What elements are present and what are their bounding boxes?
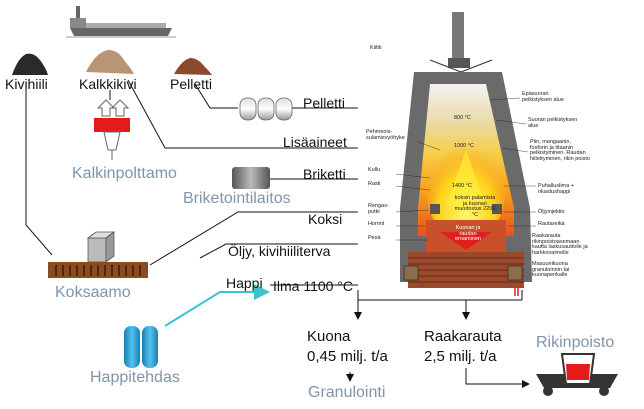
input-additives-label: Lisäaineet (283, 134, 347, 150)
temp-1400-label: 1400 °C (452, 183, 472, 189)
oxygen-tanks-icon (124, 326, 158, 368)
oxygen-plant-label: Happitehdas (90, 369, 180, 386)
note-pig-iron-route: Raakarauta rikinpoistoasemaan kautta las… (532, 233, 588, 256)
blast-furnace (395, 12, 536, 296)
input-air-label: Ilma 1100 °C (273, 278, 354, 294)
input-oil-label: Öljy, kivihiiliterva (228, 243, 331, 259)
temp-800-label: 800 °C (454, 115, 471, 121)
coking-plant-icon (48, 231, 148, 278)
note-hearth: Pesä (368, 235, 381, 241)
furnace-top-label: Kiiltti (370, 45, 382, 51)
note-bustle-pipe: Rengas-putki (368, 203, 389, 215)
pig-iron-label: Raakarauta (424, 328, 502, 345)
briquette-icon (232, 167, 270, 189)
note-bosh: Kullu (368, 167, 381, 173)
note-melting-zone: Pehmenis-sulamisvyöhyke (366, 129, 405, 141)
lime-kiln-icon (94, 99, 130, 160)
note-coke-combustion: koksin palamista ja kuonan muodostus 220… (454, 195, 496, 218)
input-pellets-label: Pelletti (303, 95, 346, 111)
ship-icon (66, 6, 176, 38)
oxygen-line (164, 284, 270, 327)
note-slag-separation: Kuonan ja raudan eroaminen (455, 225, 481, 242)
slag-amount: 0,45 milj. t/a (307, 348, 388, 365)
note-indirect-reduction: Epäsuoran pelkistyksen alue (522, 91, 564, 103)
raw-coal-label: Kivihiili (5, 76, 48, 92)
coking-label: Koksaamo (55, 284, 131, 301)
note-grate: Rasti (368, 181, 381, 187)
note-taphole: Rautareikä (538, 221, 565, 227)
note-oil-injection: Öljyinjektio (538, 209, 565, 215)
granulation-label: Granulointi (308, 384, 386, 401)
desulfurization-label: Rikinpoisto (536, 334, 615, 351)
note-tuyeres: Hormit (368, 221, 385, 227)
input-coke-label: Koksi (308, 211, 343, 227)
raw-pellets-label: Pelletti (170, 76, 213, 92)
input-oxygen-label: Happi (226, 275, 263, 291)
temp-1000-label: 1000 °C (454, 143, 474, 149)
note-reduction-details: Piin, mangaanin, fosforin ja titaanin pe… (530, 139, 590, 162)
pellet-cylinders-icon (239, 97, 293, 121)
raw-limestone-label: Kalkkikivi (79, 76, 137, 92)
slag-label: Kuona (307, 328, 351, 345)
flow-lines (25, 79, 530, 388)
briquetting-label: Briketointilaitos (183, 190, 291, 207)
coal-pile-icon (12, 53, 48, 75)
input-briquette-label: Briketti (303, 166, 346, 182)
pig-iron-amount: 2,5 milj. t/a (424, 348, 497, 365)
limestone-pile-icon (86, 50, 134, 74)
ladle-car-icon (536, 353, 618, 396)
note-blast-air: Puhalluslima + rikastushappi (538, 183, 574, 195)
note-direct-reduction: Suoran pelkistyksen alue (528, 117, 578, 129)
pellet-pile-icon (174, 58, 212, 75)
lime-kiln-label: Kalkinpolttamo (72, 165, 177, 182)
note-slag-route: Masuunikuona granuloinnin tai kuonapenka… (532, 261, 570, 278)
